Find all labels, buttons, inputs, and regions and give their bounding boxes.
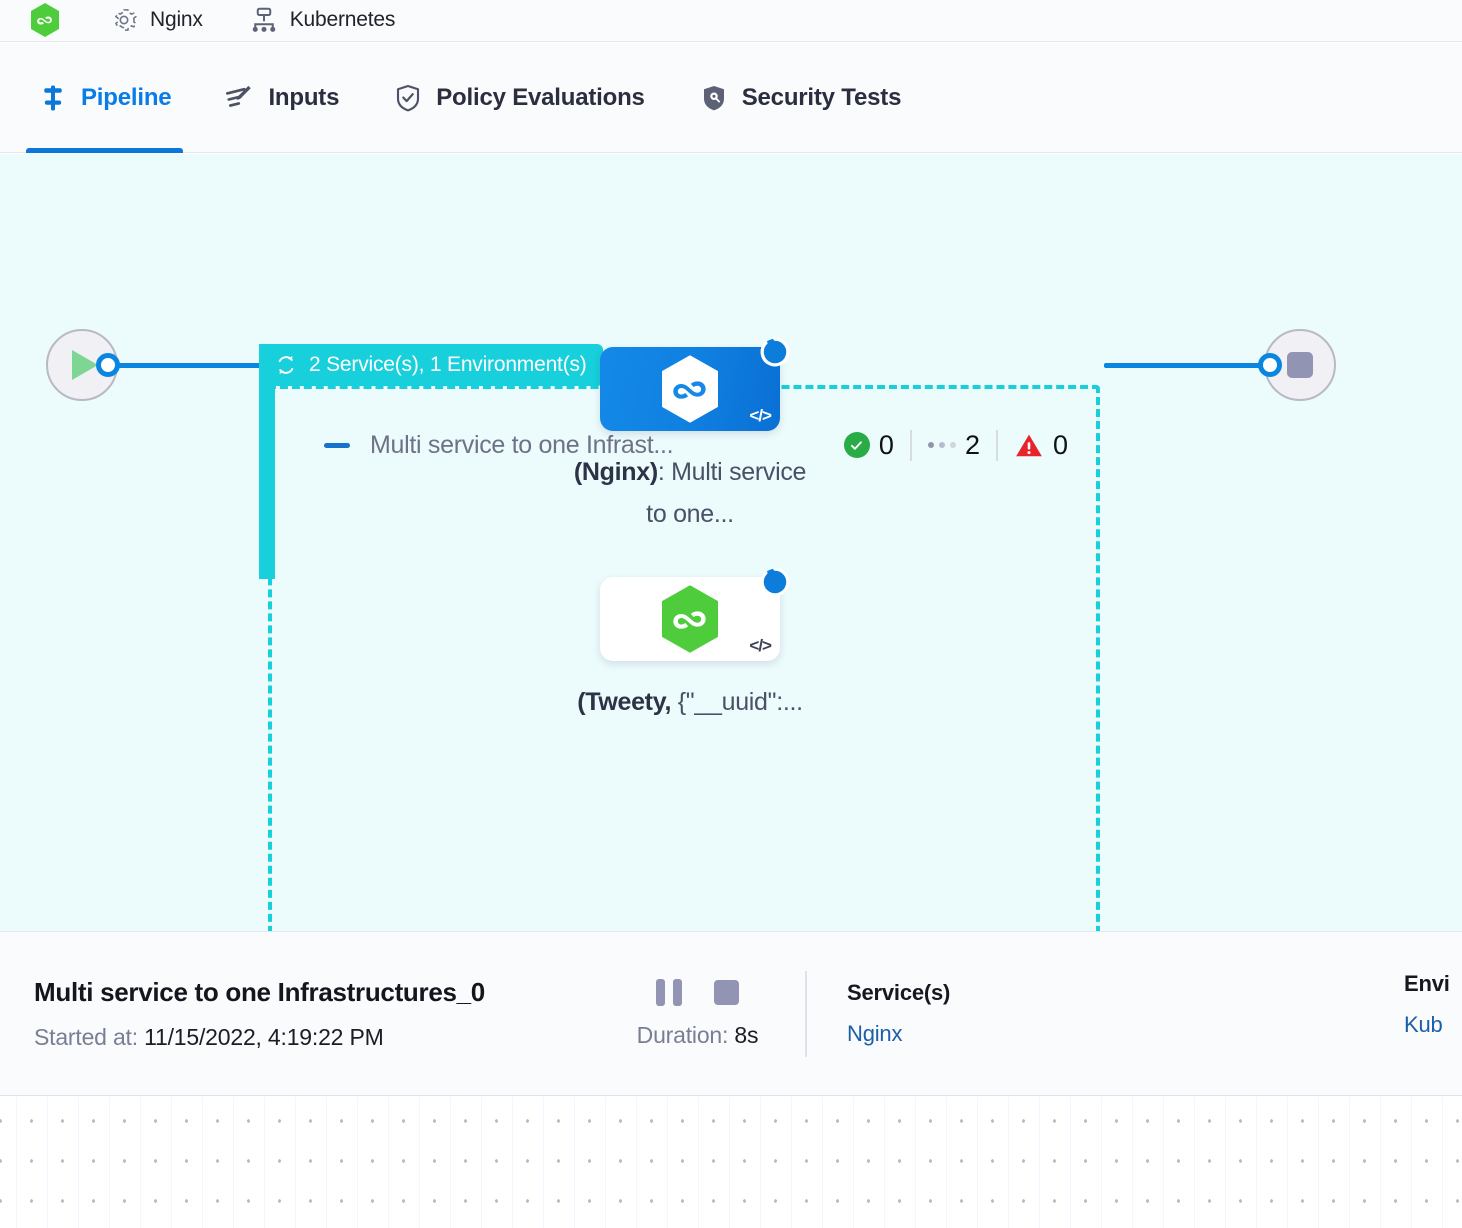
security-shield-icon: [703, 85, 724, 110]
pause-button[interactable]: [656, 978, 682, 1006]
tab-label: Security Tests: [741, 83, 902, 111]
tab-pipeline[interactable]: Pipeline: [25, 43, 184, 153]
environments-column: Envi Kub: [1404, 971, 1462, 1038]
wire-start-to-group: [106, 363, 268, 368]
wire-group-to-end: [1104, 363, 1272, 368]
service-link-nginx[interactable]: Nginx: [847, 1021, 903, 1046]
warning-triangle-icon: [1016, 434, 1042, 456]
control-buttons: [656, 978, 739, 1006]
tab-policy-evaluations[interactable]: Policy Evaluations: [391, 43, 646, 153]
policy-shield-check-icon: [397, 84, 420, 111]
execution-detail-panel: Multi service to one Infrastructures_0 S…: [0, 931, 1462, 1096]
running-ellipsis-icon: [927, 442, 956, 448]
pipeline-icon: [44, 85, 62, 110]
node-label-rest: {"__uuid":...: [671, 688, 803, 716]
tab-label: Inputs: [268, 83, 340, 111]
code-icon[interactable]: </>: [749, 636, 772, 655]
success-check-icon: [843, 432, 870, 458]
services-column: Service(s) Nginx: [807, 980, 950, 1047]
gear-icon: [114, 9, 137, 31]
end-node-port[interactable]: [1258, 353, 1282, 377]
started-at-row: Started at: 11/15/2022, 4:19:22 PM: [34, 1024, 590, 1051]
node-card[interactable]: </>: [600, 567, 790, 661]
tab-bar: Pipeline Inputs Policy Evaluations: [0, 43, 1462, 153]
chip-nginx-logo: [30, 3, 71, 37]
pipeline-canvas[interactable]: 2 Service(s), 1 Environment(s) Multi ser…: [0, 154, 1462, 931]
play-icon: [72, 350, 98, 380]
node-label-bold: (Nginx): [573, 458, 658, 486]
stop-icon: [1287, 352, 1313, 378]
chip-nginx[interactable]: Nginx: [109, 5, 203, 35]
stat-error: 0: [995, 429, 1084, 461]
kubernetes-icon: [252, 7, 275, 32]
tab-label: Policy Evaluations: [436, 83, 645, 111]
node-label-rest: : Multi service to one...: [646, 458, 807, 528]
duration-row: Duration: 8s: [637, 1022, 759, 1049]
inputs-icon: [226, 85, 252, 107]
tab-security-tests[interactable]: Security Tests: [697, 43, 904, 153]
nginx-hex-logo-icon: [31, 3, 59, 37]
running-spinner-icon: [760, 337, 790, 367]
entity-chip-strip: Nginx Kubernetes: [0, 0, 1462, 42]
pipeline-node-nginx[interactable]: </> (Nginx): Multi service to one...: [572, 337, 808, 535]
group-badge[interactable]: 2 Service(s), 1 Environment(s): [259, 344, 603, 386]
loop-repeat-icon: [278, 355, 294, 375]
node-label-bold: (Tweety,: [577, 688, 672, 716]
environments-heading: Envi: [1404, 971, 1450, 996]
hexagon-infinity-white-logo-icon: [662, 355, 718, 423]
tab-label: Pipeline: [81, 83, 172, 111]
tab-inputs[interactable]: Inputs: [223, 43, 341, 153]
stat-success: 0: [843, 429, 910, 461]
execution-title: Multi service to one Infrastructures_0: [34, 976, 485, 1007]
environment-link-kubernetes[interactable]: Kub: [1404, 1012, 1443, 1037]
duration-value: 8s: [734, 1021, 759, 1048]
hexagon-infinity-green-logo-icon: [662, 585, 718, 653]
chip-label: Nginx: [150, 8, 203, 31]
services-heading: Service(s): [847, 980, 951, 1005]
chip-kubernetes[interactable]: Kubernetes: [249, 5, 395, 35]
lower-dot-grid-canvas[interactable]: [0, 1097, 1462, 1228]
node-card[interactable]: </>: [600, 337, 790, 431]
duration-label: Duration:: [636, 1021, 729, 1048]
stop-button[interactable]: [714, 979, 739, 1005]
stat-value: 2: [964, 429, 980, 460]
node-label: (Nginx): Multi service to one...: [572, 451, 808, 535]
start-node-port[interactable]: [96, 353, 120, 377]
started-at-value: 11/15/2022, 4:19:22 PM: [144, 1023, 384, 1050]
detail-summary: Multi service to one Infrastructures_0 S…: [0, 977, 590, 1051]
group-header-title: Multi service to one Infrast...: [370, 430, 674, 459]
stat-value: 0: [878, 429, 894, 460]
stat-value: 0: [1052, 429, 1068, 460]
group-status-stats: 0 2 0: [843, 425, 1084, 465]
group-badge-label: 2 Service(s), 1 Environment(s): [309, 353, 587, 376]
detail-divider: [805, 970, 807, 1057]
group-header-row: Multi service to one Infrast... 0 2: [324, 424, 1084, 466]
running-spinner-icon: [760, 567, 790, 597]
pipeline-node-tweety[interactable]: </> (Tweety, {"__uuid":...: [572, 567, 808, 723]
stat-running: 2: [909, 429, 996, 461]
started-at-label: Started at:: [34, 1023, 138, 1050]
chip-label: Kubernetes: [289, 8, 396, 31]
node-label: (Tweety, {"__uuid":...: [572, 681, 808, 723]
collapse-minus-icon[interactable]: [324, 442, 350, 448]
execution-controls: Duration: 8s: [590, 978, 805, 1049]
code-icon[interactable]: </>: [749, 406, 772, 425]
